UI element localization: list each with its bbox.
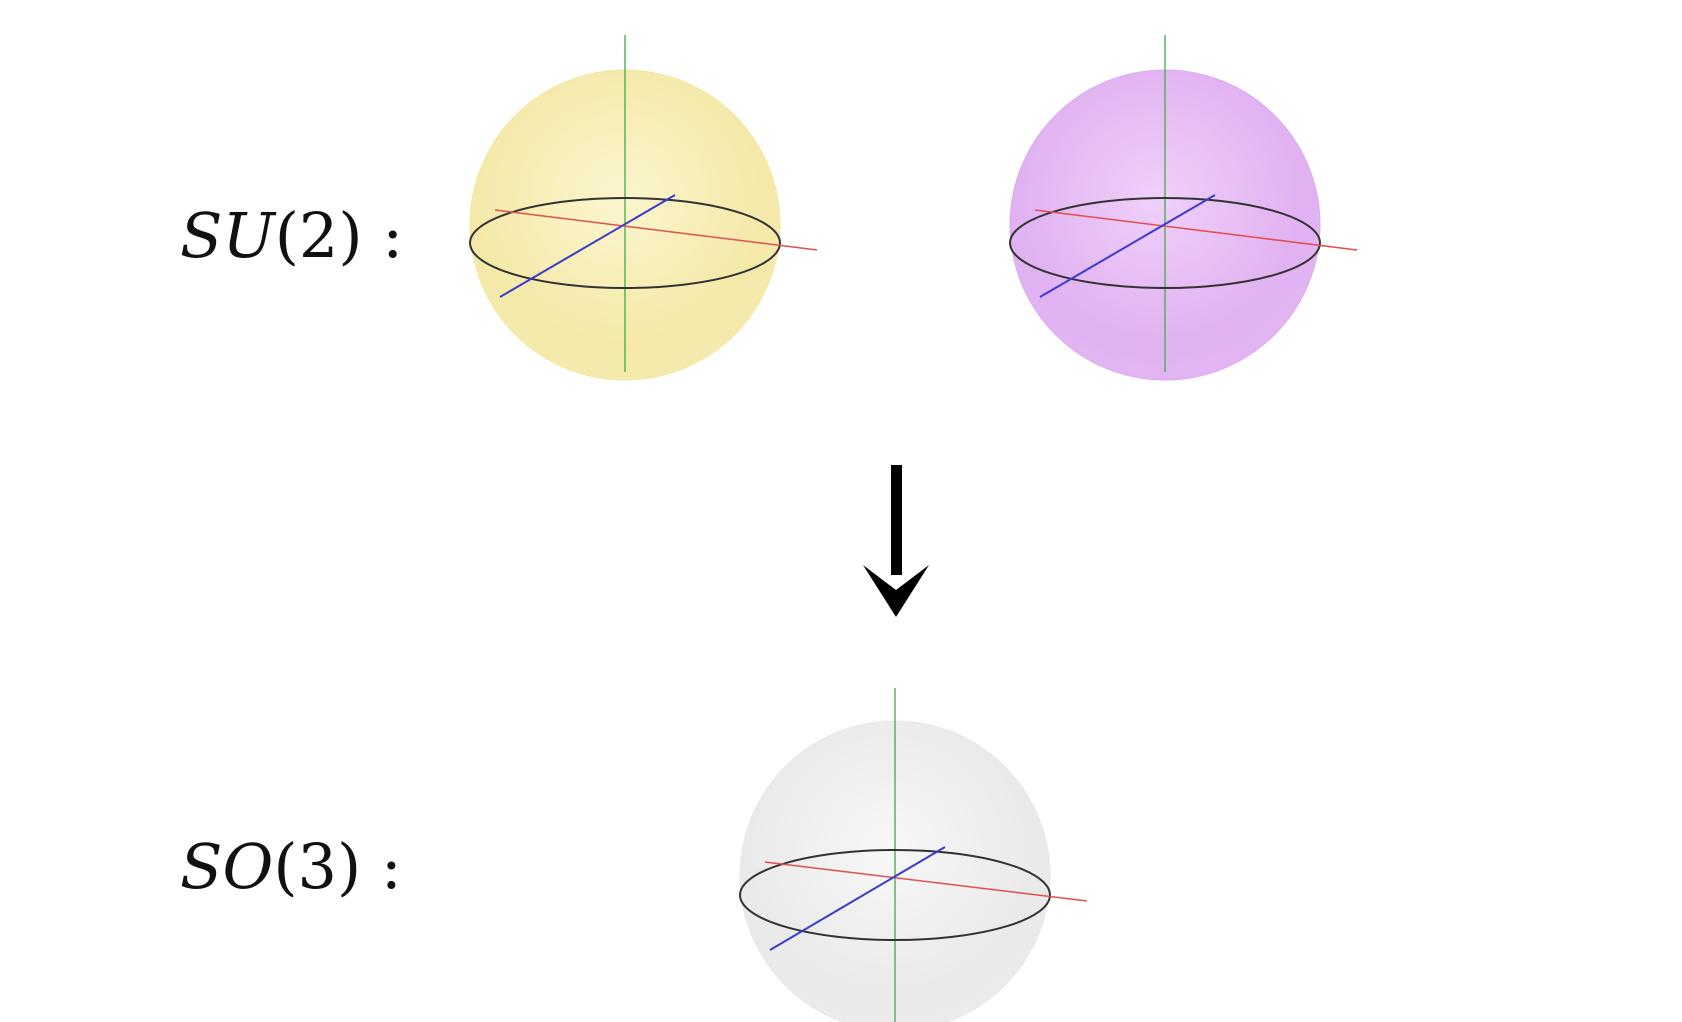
y-axis (769, 846, 946, 951)
arrow-head (863, 565, 929, 617)
so3-label: SO(3) : (180, 836, 402, 898)
x-axis (1034, 209, 1358, 251)
y-axis (499, 194, 676, 298)
covering-map-arrow (863, 465, 929, 617)
su2-group-letters: SU (180, 199, 275, 272)
arrow-shaft (891, 465, 902, 575)
so3-group-letters: SO (180, 830, 274, 903)
x-axis (764, 861, 1088, 902)
y-axis (1039, 194, 1216, 298)
su2-label: SU(2) : (180, 205, 403, 267)
so3-sphere (739, 688, 1088, 1022)
equator-ring (469, 197, 781, 289)
so3-argument: (3) (273, 830, 362, 903)
su2-sheet-one-sphere (469, 35, 818, 381)
su2-argument: (2) (274, 199, 363, 272)
equator-ring (739, 849, 1051, 941)
su2-colon: : (362, 199, 404, 272)
so3-colon: : (361, 830, 402, 903)
equator-ring (1009, 197, 1321, 289)
su2-sheet-two-sphere (1009, 35, 1358, 381)
x-axis (494, 209, 818, 251)
